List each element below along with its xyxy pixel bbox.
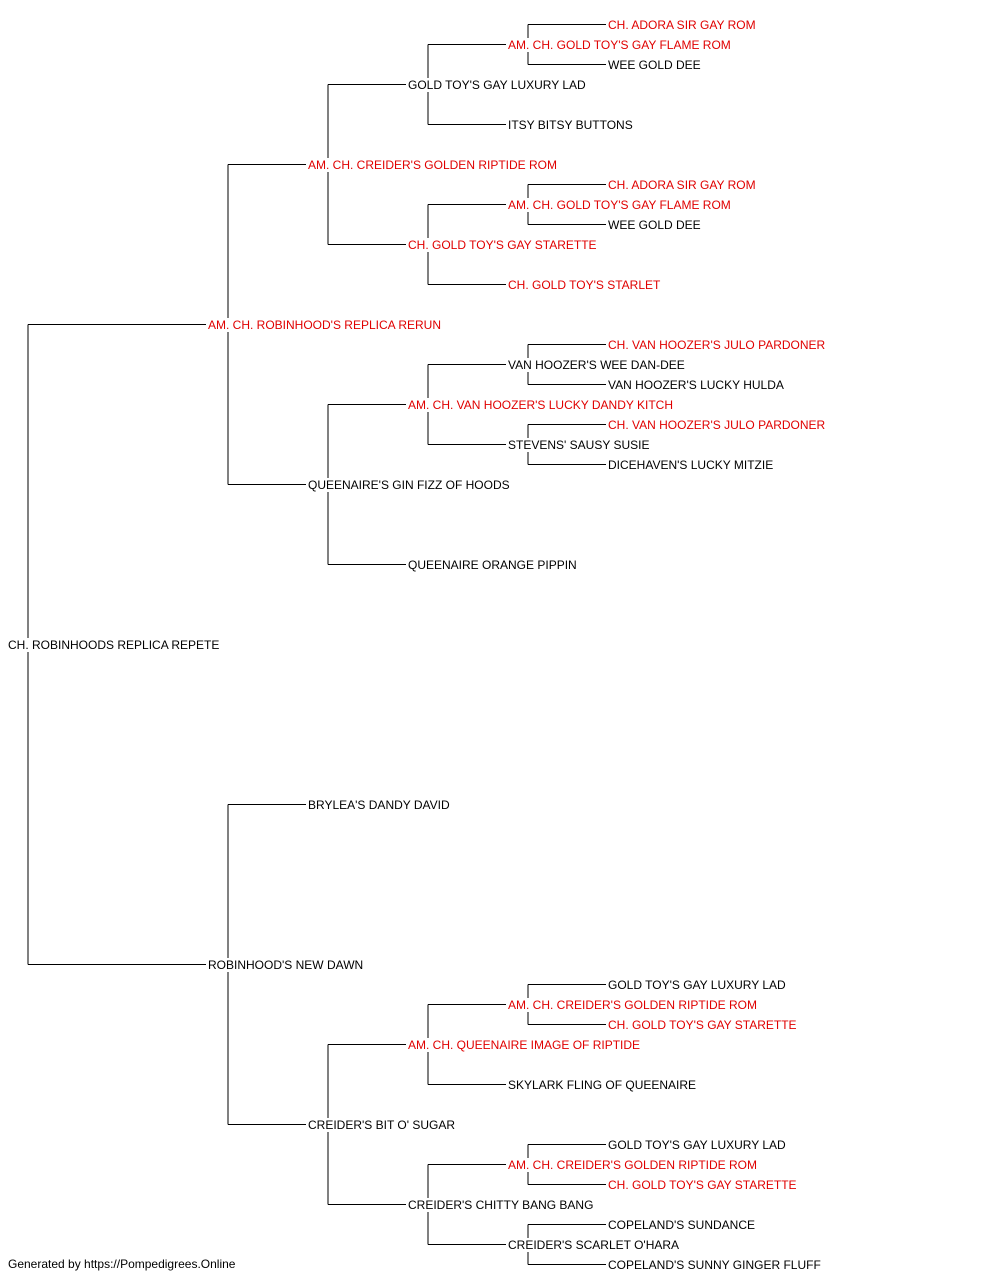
pedigree-entry: CREIDER'S SCARLET O'HARA	[508, 1237, 682, 1252]
pedigree-entry: CH. GOLD TOY'S GAY STARETTE	[408, 237, 599, 252]
pedigree-entry: DICEHAVEN'S LUCKY MITZIE	[608, 457, 776, 472]
pedigree-entry: COPELAND'S SUNNY GINGER FLUFF	[608, 1257, 823, 1272]
pedigree-entry: AM. CH. ROBINHOOD'S REPLICA RERUN	[208, 317, 443, 332]
pedigree-entry: CREIDER'S BIT O' SUGAR	[308, 1117, 458, 1132]
pedigree-entry: STEVENS' SAUSY SUSIE	[508, 437, 652, 452]
pedigree-entry: ROBINHOOD'S NEW DAWN	[208, 957, 366, 972]
pedigree-entry: QUEENAIRE'S GIN FIZZ OF HOODS	[308, 477, 512, 492]
pedigree-entry: CH. VAN HOOZER'S JULO PARDONER	[608, 417, 828, 432]
pedigree-entry: ITSY BITSY BUTTONS	[508, 117, 635, 132]
pedigree-entry: AM. CH. CREIDER'S GOLDEN RIPTIDE ROM	[308, 157, 559, 172]
pedigree-entry: WEE GOLD DEE	[608, 57, 703, 72]
pedigree-entry: GOLD TOY'S GAY LUXURY LAD	[608, 1137, 788, 1152]
pedigree-entry: GOLD TOY'S GAY LUXURY LAD	[608, 977, 788, 992]
pedigree-entry: WEE GOLD DEE	[608, 217, 703, 232]
pedigree-entry: QUEENAIRE ORANGE PIPPIN	[408, 557, 579, 572]
pedigree-entry: AM. CH. GOLD TOY'S GAY FLAME ROM	[508, 37, 733, 52]
pedigree-entry: SKYLARK FLING OF QUEENAIRE	[508, 1077, 699, 1092]
pedigree-entry: CH. GOLD TOY'S STARLET	[508, 277, 663, 292]
pedigree-entry: AM. CH. QUEENAIRE IMAGE OF RIPTIDE	[408, 1037, 643, 1052]
pedigree-entry: VAN HOOZER'S LUCKY HULDA	[608, 377, 786, 392]
pedigree-entry: COPELAND'S SUNDANCE	[608, 1217, 757, 1232]
pedigree-entry: AM. CH. CREIDER'S GOLDEN RIPTIDE ROM	[508, 1157, 759, 1172]
pedigree-entry: CH. GOLD TOY'S GAY STARETTE	[608, 1177, 799, 1192]
pedigree-entry: VAN HOOZER'S WEE DAN-DEE	[508, 357, 687, 372]
pedigree-entry: AM. CH. GOLD TOY'S GAY FLAME ROM	[508, 197, 733, 212]
pedigree-entry: CH. ROBINHOODS REPLICA REPETE	[8, 637, 222, 652]
pedigree-entry: AM. CH. CREIDER'S GOLDEN RIPTIDE ROM	[508, 997, 759, 1012]
pedigree-entry: CH. ADORA SIR GAY ROM	[608, 177, 758, 192]
footer-credit: Generated by https://Pompedigrees.Online	[8, 1257, 236, 1271]
pedigree-entry: CH. ADORA SIR GAY ROM	[608, 17, 758, 32]
pedigree-entry: BRYLEA'S DANDY DAVID	[308, 797, 452, 812]
pedigree-entry: CH. GOLD TOY'S GAY STARETTE	[608, 1017, 799, 1032]
pedigree-entry: GOLD TOY'S GAY LUXURY LAD	[408, 77, 588, 92]
pedigree-entry: CH. VAN HOOZER'S JULO PARDONER	[608, 337, 828, 352]
pedigree-entry: CREIDER'S CHITTY BANG BANG	[408, 1197, 596, 1212]
pedigree-entry: AM. CH. VAN HOOZER'S LUCKY DANDY KITCH	[408, 397, 676, 412]
